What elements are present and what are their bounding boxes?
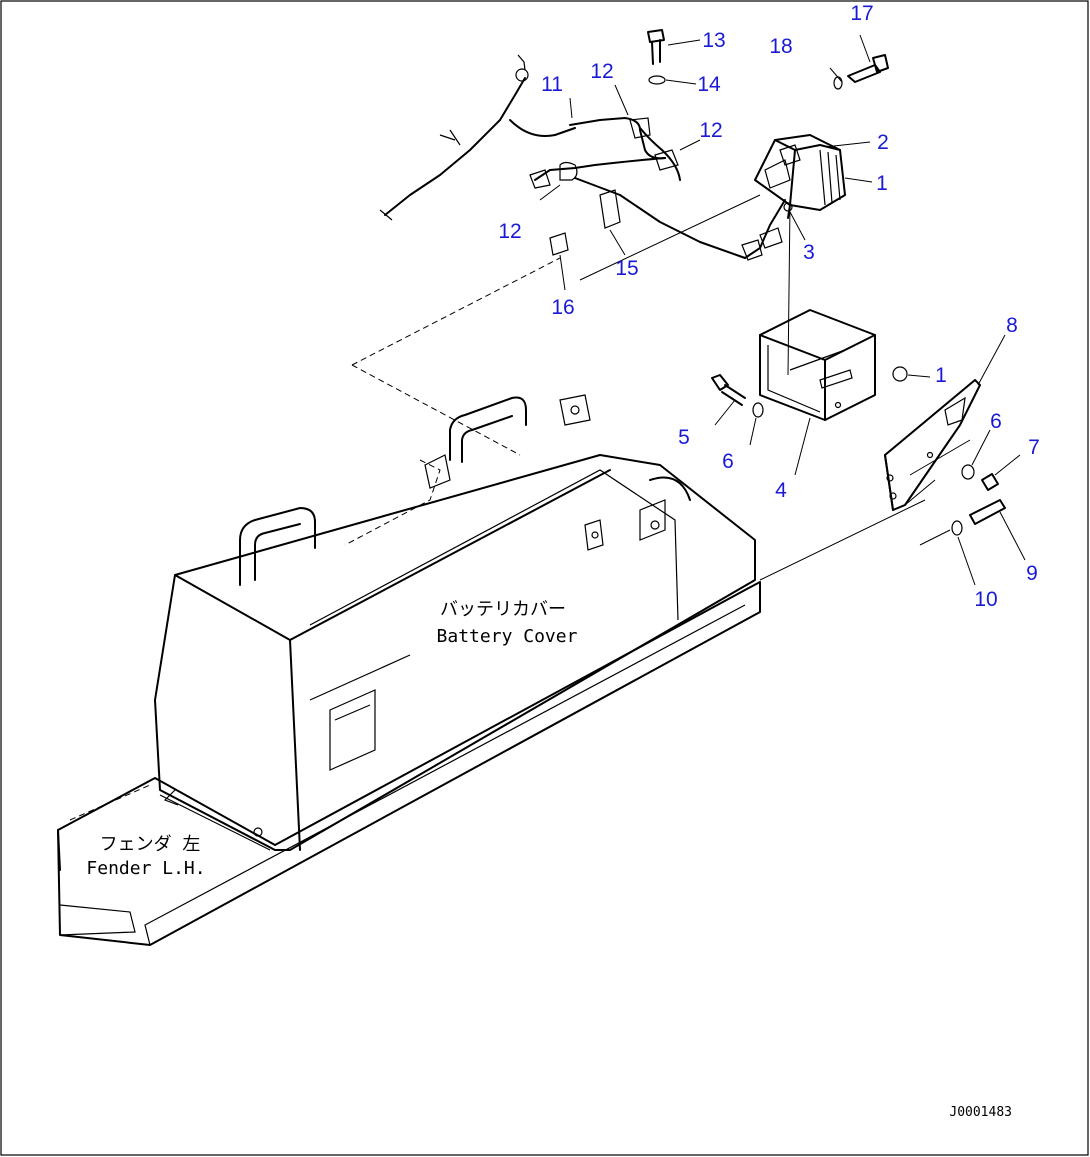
callout-12-right: 12 [699,119,722,142]
mounting-box [759,309,876,421]
callout-9: 9 [1026,562,1038,585]
callout-12-top: 12 [590,60,613,83]
leader-lines [539,34,1026,586]
callout-5: 5 [678,426,690,449]
callout-7: 7 [1028,436,1040,459]
callout-6-right: 6 [990,410,1002,433]
fender-lh [57,581,761,946]
callout-numbers: 17 18 13 14 11 12 12 12 15 16 2 1 3 8 1 … [498,2,1040,611]
callout-6-left: 6 [722,450,734,473]
callout-4: 4 [775,479,787,502]
callout-2: 2 [877,131,889,154]
battery-cover-label-jp: バッテリカバー [440,599,566,620]
drawing-code: J000148З [949,1105,1012,1120]
callout-1-bottom: 1 [935,364,947,387]
hardware-bolts-nuts [647,29,1006,536]
callout-11: 11 [541,73,563,96]
fender-label-en: Fender L.H. [86,858,205,879]
battery-cover [154,394,756,851]
mounting-reference-line [344,257,561,546]
callout-18: 18 [769,35,792,58]
bracket [884,379,981,511]
callout-13: 13 [702,29,725,52]
callout-16: 16 [551,296,574,319]
callout-12-left: 12 [498,220,521,243]
callout-1-top: 1 [876,172,888,195]
callout-15: 15 [615,257,638,280]
fender-label-jp: フェンダ 左 [100,834,201,855]
callout-10: 10 [974,588,997,611]
wiring-harness [379,54,786,261]
callout-8: 8 [1006,314,1018,337]
callout-17: 17 [850,2,873,25]
flasher-unit [754,134,846,219]
callout-3: 3 [803,241,815,264]
battery-cover-label-en: Battery Cover [437,626,578,647]
callout-14: 14 [697,73,721,96]
